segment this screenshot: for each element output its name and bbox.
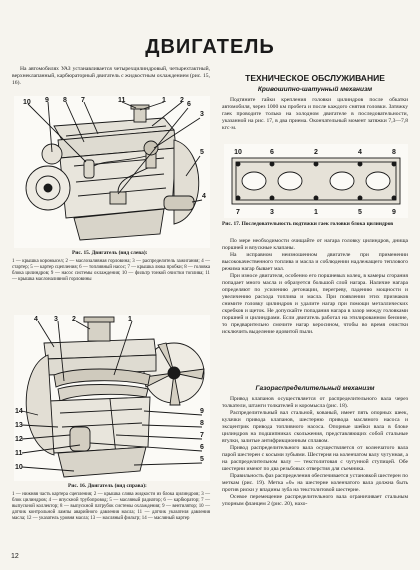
paragraph-4: При износе двигателя, особенно его поршн… (222, 273, 408, 335)
fig17-bottom-1: 1 (314, 209, 318, 216)
fig17-bottom-9: 9 (392, 209, 396, 216)
fig17-top-2: 2 (314, 149, 318, 156)
fig15-callout-7: 7 (81, 97, 85, 104)
fig15-callout-5: 5 (200, 149, 204, 156)
fig17-top-6: 6 (270, 149, 274, 156)
fig16-callout-5: 5 (200, 456, 204, 463)
engine-left-drawing: 10 9 8 7 6 5 4 3 2 1 11 (23, 97, 206, 241)
figure-15-engine-left: 10 9 8 7 6 5 4 3 2 1 11 (14, 96, 210, 248)
paragraph-8: Правильность фаз распределения обеспечив… (222, 473, 408, 493)
paragraph-6: Распределительный вал стальной, кованый,… (222, 410, 408, 444)
figure-17-caption: Рис. 17. Последовательность подтяжки гае… (222, 221, 394, 227)
fig16-callout-4: 4 (34, 316, 38, 323)
page-number: 12 (11, 553, 19, 560)
fig16-callout-8: 8 (200, 420, 204, 427)
fig17-top-8: 8 (392, 149, 396, 156)
body-text-block: По мере необходимости очищайте от нагара… (222, 238, 408, 336)
figure-15-caption: Рис. 15. Двигатель (вид слева): (72, 250, 148, 256)
fig15-callout-8: 8 (63, 97, 67, 104)
fig17-bottom-5: 5 (358, 209, 362, 216)
paragraph-5: Привод клапанов осуществляется от распре… (222, 396, 408, 409)
fig15-callout-11: 11 (118, 97, 126, 104)
fig17-bottom-3: 3 (270, 209, 274, 216)
paragraph-7: Привод распределительного вала осуществл… (222, 445, 408, 472)
intro-paragraph: На автомобилях УАЗ устанавливается четыр… (12, 66, 210, 87)
fig17-top-4: 4 (358, 149, 362, 156)
subsection-valve-heading: Газораспределительный механизм (255, 385, 375, 392)
section-heading: ТЕХНИЧЕСКОЕ ОБСЛУЖИВАНИЕ (245, 73, 385, 83)
page-title: ДВИГАТЕЛЬ (145, 36, 275, 58)
fig15-callout-10: 10 (23, 99, 31, 106)
fig16-callout-13: 13 (15, 422, 23, 429)
figure-15-legend: 1 — крышка коромысел; 2 — маслозаливная … (12, 259, 210, 282)
fig16-callout-14: 14 (15, 408, 23, 415)
figure-16-legend: 1 — нижняя часть картера сцепления; 2 — … (12, 492, 210, 521)
fig15-callout-3: 3 (200, 111, 204, 118)
fig16-callout-3: 3 (54, 316, 58, 323)
fig17-bottom-7: 7 (236, 209, 240, 216)
figure-17-cylinder-head: 10 6 2 4 8 7 3 1 5 9 (224, 144, 408, 218)
fig16-callout-10: 10 (15, 464, 23, 471)
figure-16-caption: Рис. 16. Двигатель (вид справа): (68, 483, 147, 489)
fig15-callout-6: 6 (187, 101, 191, 108)
fig16-callout-1: 1 (128, 316, 132, 323)
fig15-callout-2: 2 (180, 97, 184, 104)
fig15-callout-4: 4 (202, 193, 206, 200)
fig17-top-10: 10 (234, 149, 242, 156)
paragraph-3: На исправном неизношенном двигателе при … (222, 252, 408, 272)
fig16-callout-9: 9 (200, 408, 204, 415)
fig16-callout-6: 6 (200, 444, 204, 451)
figure-16-engine-right: 14 13 12 11 10 9 8 7 6 5 4 3 2 1 (14, 315, 210, 481)
cylinder-head-drawing: 10 6 2 4 8 7 3 1 5 9 (231, 149, 401, 216)
fig15-callout-1: 1 (162, 97, 166, 104)
fig15-callout-9: 9 (45, 97, 49, 104)
body-text-block-2: Привод клапанов осуществляется от распре… (222, 396, 408, 508)
fig16-callout-11: 11 (15, 450, 23, 457)
subsection-crank-heading: Кривошипно-шатунный механизм (257, 86, 373, 93)
intro-text: На автомобилях УАЗ устанавливается четыр… (12, 66, 210, 86)
paragraph-1: Подтяните гайки крепления головки цилинд… (222, 97, 408, 131)
engine-right-drawing: 14 13 12 11 10 9 8 7 6 5 4 3 2 1 (15, 316, 205, 478)
paragraph-2: По мере необходимости очищайте от нагара… (222, 238, 408, 251)
fig16-callout-2: 2 (72, 316, 76, 323)
fig16-callout-7: 7 (200, 432, 204, 439)
paragraph-9: Осевое перемещение распределительного ва… (222, 494, 408, 507)
fig16-callout-12: 12 (15, 436, 23, 443)
